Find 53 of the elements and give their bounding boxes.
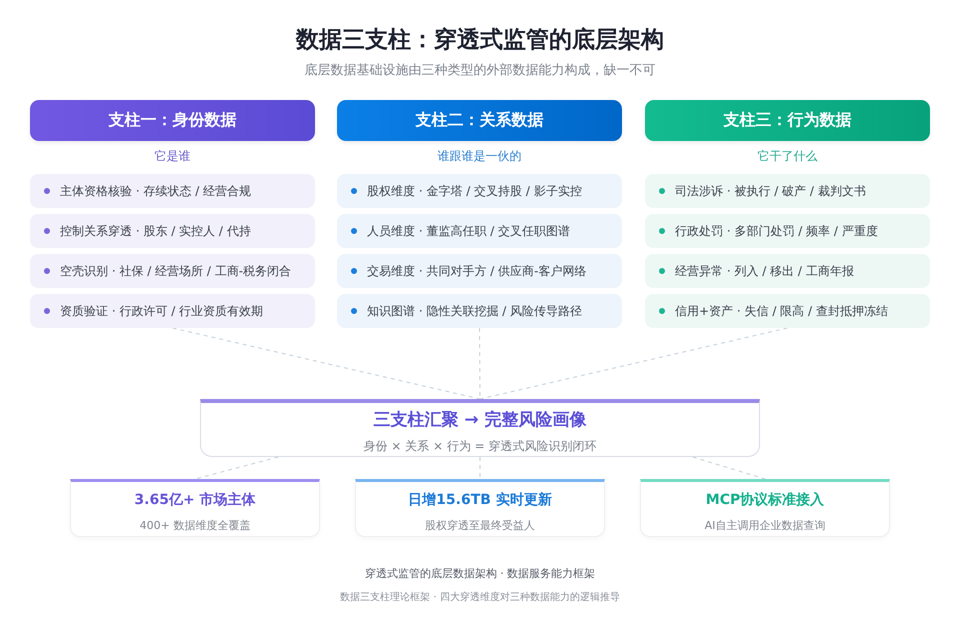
pillar-subtitle: 谁跟谁是一伙的 [438,149,522,163]
pillar-subtitle: 它干了什么 [758,149,818,163]
dimension-text: 股权维度 · 金字塔 / 交叉持股 / 影子实控 [367,182,582,200]
connector-line [172,328,480,400]
dimension-card [645,254,930,288]
pillar-header [30,100,315,141]
summary-text: 身份 × 关系 × 行为 = 穿透式风险识别闭环 [363,439,597,453]
pillar-title: 支柱三：行为数据 [724,110,852,131]
dimension-card [337,214,622,248]
dimension-text: 知识图谱 · 隐性关联挖掘 / 风险传导路径 [367,302,582,320]
stat-text: 400+ 数据维度全覆盖 [140,519,250,532]
pillar-header [645,100,930,141]
dimension-card [645,214,930,248]
stat-title: 3.65亿+ 市场主体 [134,492,256,508]
dimension-text: 司法涉诉 · 被执行 / 破产 / 裁判文书 [675,182,866,200]
dimension-text: 行政处罚 · 多部门处罚 / 频率 / 严重度 [675,222,878,240]
pillar-subtitle: 它是谁 [154,149,190,163]
stat-title: 日增15.6TB 实时更新 [408,492,552,508]
dimension-text: 资质验证 · 行政许可 / 行业资质有效期 [60,302,264,320]
dimension-card [30,254,315,288]
dimension-text: 信用+资产 · 失信 / 限高 / 查封抵押冻结 [675,302,888,320]
dimension-text: 空壳识别 · 社保 / 经营场所 / 工商-税务闭合 [60,262,292,280]
dimension-card [337,294,622,328]
stat-card [355,479,605,537]
connector-line [480,328,788,400]
footnote: 穿透式监管的底层数据架构 · 数据服务能力框架 [364,567,596,580]
stat-title: MCP协议标准接入 [706,492,824,508]
dimension-card [30,174,315,208]
stat-card [640,479,890,537]
dimension-text: 控制关系穿透 · 股东 / 实控人 / 代持 [60,222,251,240]
subtitle: 底层数据基础设施由三种类型的外部数据能力构成，缺一不可 [304,63,656,78]
dimension-card [337,254,622,288]
dimension-text: 交易维度 · 共同对手方 / 供应商-客户网络 [367,262,586,280]
dimension-text: 主体资格核验 · 存续状态 / 经营合规 [60,182,252,200]
pillar-title: 支柱一：身份数据 [108,110,236,131]
summary-title: 三支柱汇聚 → 完整风险画像 [373,410,587,430]
title: 数据三支柱：穿透式监管的底层架构 [296,27,664,53]
dimension-text: 经营异常 · 列入 / 移出 / 工商年报 [675,262,854,280]
summary-card [200,399,760,457]
stat-card [70,479,320,537]
dimension-card [30,214,315,248]
footnote: 数据三支柱理论框架 · 四大穿透维度对三种数据能力的逻辑推导 [340,592,620,603]
connector-line [692,456,766,480]
pillar-header [337,100,622,141]
stat-text: 股权穿透至最终受益人 [425,519,535,532]
connector-line [194,456,279,480]
stat-text: AI自主调用企业数据查询 [704,519,826,532]
dimension-card [645,174,930,208]
dimension-card [645,294,930,328]
pillar-title: 支柱二：关系数据 [416,110,544,131]
dimension-card [337,174,622,208]
dimension-card [30,294,315,328]
dimension-text: 人员维度 · 董监高任职 / 交叉任职图谱 [367,222,570,240]
